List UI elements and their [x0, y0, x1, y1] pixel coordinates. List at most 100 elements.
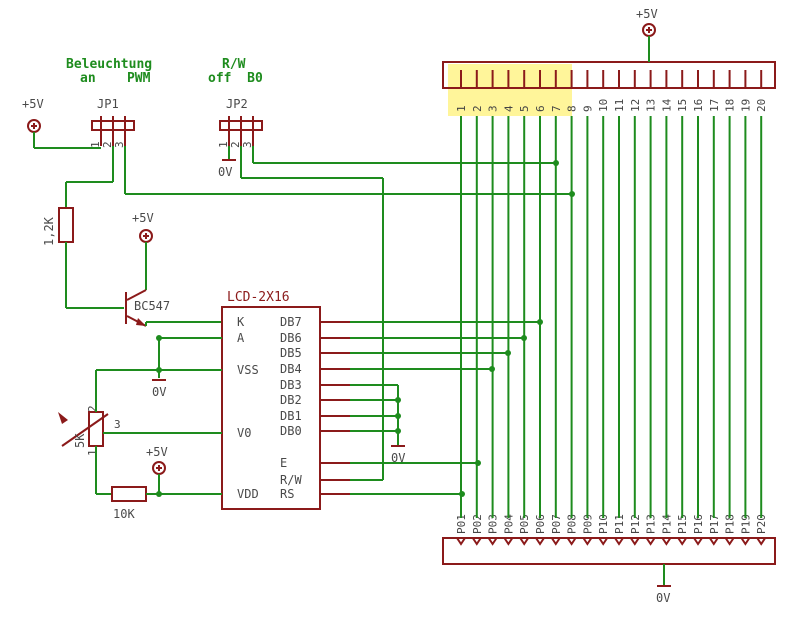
bottom-connector-pin-label: P06	[534, 514, 547, 534]
bottom-connector-body	[442, 537, 776, 565]
pot-value: 5K	[73, 433, 87, 448]
lcd-left-pin-label: K	[237, 315, 245, 329]
bottom-connector-pin-label: P08	[566, 514, 579, 534]
top-plus5v-label: +5V	[636, 7, 658, 21]
jp1-plus5v-label: +5V	[22, 97, 44, 111]
top-connector-pin-label: 18	[724, 99, 737, 112]
top-connector-pin-label: 19	[739, 99, 752, 112]
top-connector-body	[442, 61, 776, 89]
bottom-connector-pin	[661, 537, 672, 546]
pot-pin1: 1	[86, 449, 99, 456]
bottom-connector-pin-label: P05	[518, 514, 531, 534]
lcd-right-pin-label: DB3	[280, 378, 302, 392]
bottom-connector-pin	[566, 537, 577, 546]
bottom-connector-pin-label: P14	[660, 514, 673, 534]
lcd-right-pin-label: DB4	[280, 362, 302, 376]
top-connector-pin-label: 7	[550, 105, 563, 112]
bottom-connector-pin	[677, 537, 688, 546]
lcd-right-pin-label: DB0	[280, 424, 302, 438]
lcd-right-pin-label: R/W	[280, 473, 302, 487]
top-connector-pin-label: 2	[471, 105, 484, 112]
potentiometer	[88, 411, 104, 447]
bottom-connector-pin	[535, 537, 545, 546]
resistor-r2-value: 10K	[113, 507, 135, 521]
bottom-connector-pin	[724, 537, 735, 546]
jp1-pin2: 2	[101, 141, 114, 148]
bottom-connector-pin	[503, 537, 514, 546]
bottom-connector-pin-label: P04	[502, 514, 515, 534]
jp2-pin1: 1	[217, 141, 230, 148]
top-connector-pin-label: 1	[455, 105, 468, 112]
lcd-right-pin-label: DB2	[280, 393, 302, 407]
jp1-header-line1: Beleuchtung	[66, 57, 152, 72]
jp1-pin3: 3	[113, 141, 126, 148]
bottom-connector-pin-label: P12	[629, 514, 642, 534]
top-connector-pin-label: 10	[597, 99, 610, 112]
bottom-connector-pin-label: P07	[550, 514, 563, 534]
bottom-connector-pin-label: P01	[455, 514, 468, 534]
bottom-connector-pin	[614, 537, 624, 546]
jp2-header-line2: off B0	[208, 71, 263, 86]
bottom-connector-pin	[598, 537, 609, 546]
bottom-gnd-label: 0V	[656, 591, 670, 605]
jp1-name: JP1	[97, 97, 119, 111]
top-connector-pin-label: 5	[518, 105, 531, 112]
bottom-connector-pin	[740, 537, 751, 546]
bottom-connector-pin-label: P20	[755, 514, 768, 534]
jp2-name: JP2	[226, 97, 248, 111]
top-connector-pin-label: 6	[534, 105, 547, 112]
top-connector-pin-label: 11	[613, 99, 626, 112]
pot-pin2: 2	[86, 405, 99, 412]
bottom-connector-pin	[708, 537, 719, 546]
db-gnd-label: 0V	[391, 451, 405, 465]
bottom-connector-pin	[487, 537, 498, 546]
resistor-r1	[58, 207, 74, 243]
bottom-connector-pin-label: P11	[613, 514, 626, 534]
bottom-connector-pin	[756, 537, 767, 546]
resistor-r1-value: 1,2K	[42, 216, 56, 246]
bottom-connector-pin-label: P02	[471, 514, 484, 534]
bottom-connector-pin-label: P18	[724, 514, 737, 534]
pot-pin3: 3	[114, 418, 121, 431]
lcd-gnd-label: 0V	[152, 385, 166, 399]
lcd-right-pin-label: RS	[280, 487, 294, 501]
resistor-r2	[111, 486, 147, 502]
lcd-right-pin-label: DB1	[280, 409, 302, 423]
bottom-connector-pin-label: P19	[739, 514, 752, 534]
bottom-connector-pin	[550, 537, 561, 546]
top-connector-pin-label: 15	[676, 99, 689, 112]
jp2-gnd-label: 0V	[218, 165, 232, 179]
top-connector-highlight	[448, 64, 572, 116]
top-connector-pin-label: 17	[708, 99, 721, 112]
bottom-connector-pin-label: P13	[645, 514, 658, 534]
bottom-connector-pin	[582, 537, 593, 546]
bottom-connector-pin-label: P10	[597, 514, 610, 534]
bottom-connector-pin-label: P03	[487, 514, 500, 534]
jp1-header-line2: an PWM	[80, 71, 151, 86]
bottom-connector-pin	[645, 537, 656, 546]
lcd-left-pin-label: VDD	[237, 487, 259, 501]
bottom-connector-pin-label: P09	[581, 514, 594, 534]
lcd-right-pin-label: DB6	[280, 331, 302, 345]
top-connector-pin-label: 20	[755, 99, 768, 112]
lcd-name: LCD-2X16	[227, 290, 290, 305]
bottom-connector-pin	[519, 537, 530, 546]
bottom-connector-pin	[693, 537, 703, 546]
top-connector-pin-label: 14	[660, 98, 673, 112]
jp2-header-line1: R/W	[222, 57, 246, 72]
bottom-connector-pin-label: P17	[708, 514, 721, 534]
jp1-pin1: 1	[89, 141, 102, 148]
top-connector-pin-label: 4	[502, 105, 515, 112]
top-connector-pin-label: 13	[645, 99, 658, 112]
lcd-right-pin-label: DB5	[280, 346, 302, 360]
lcd-left-pin-label: A	[237, 331, 245, 345]
jp2-pin2: 2	[229, 141, 242, 148]
top-connector-pin-label: 8	[566, 105, 579, 112]
lcd-left-pin-label: V0	[237, 426, 251, 440]
bottom-connector-pin	[629, 537, 640, 546]
transistor-plus5v-label: +5V	[132, 211, 154, 225]
r2-plus5v-label: +5V	[146, 445, 168, 459]
top-connector-pin-label: 12	[629, 99, 642, 112]
bottom-connector-pin	[471, 537, 482, 546]
